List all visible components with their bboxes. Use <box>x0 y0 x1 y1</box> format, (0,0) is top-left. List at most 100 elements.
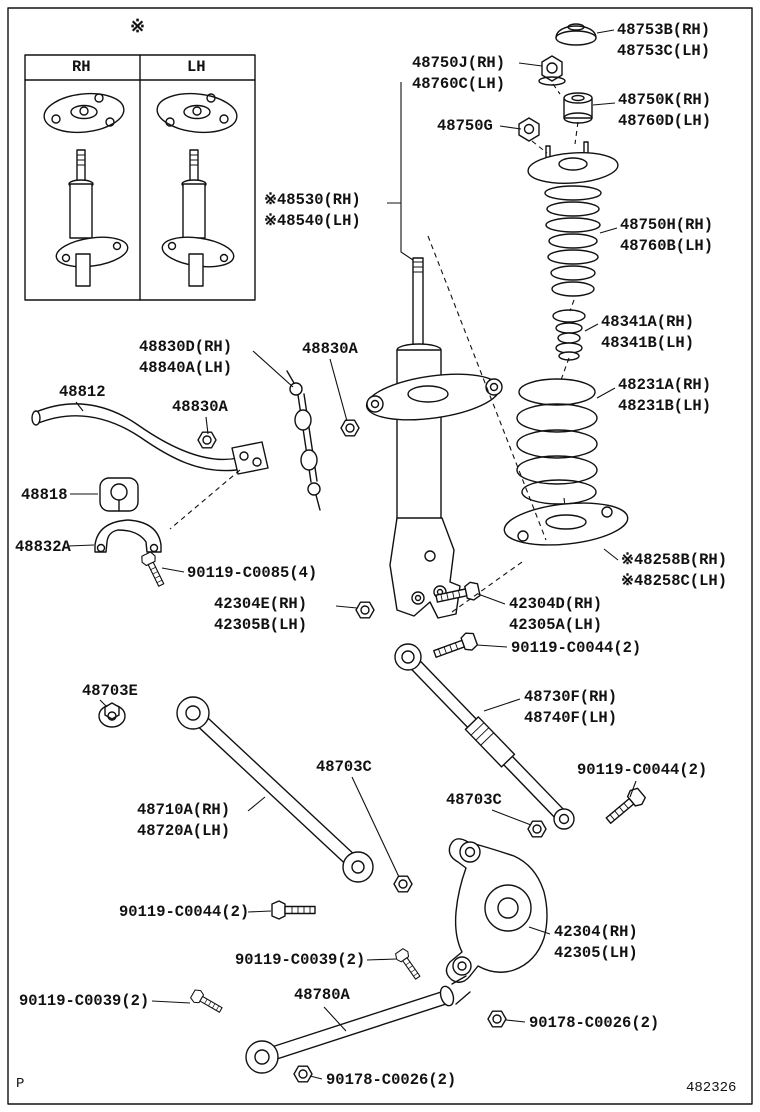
label-arm-bolt-c: 90119-C0044(2) <box>119 902 249 923</box>
label-strut-cap: 48753B(RH) 48753C(LH) <box>617 20 710 61</box>
part-number: 90119-C0039(2) <box>19 992 150 1010</box>
label-rod-bolt-b: 90119-C0039(2) <box>19 991 149 1012</box>
part-number: 90119-C0044(2) <box>511 639 642 657</box>
rod-nut-b-drawing <box>293 1065 313 1083</box>
part-number: ※48258C(LH) <box>621 571 728 590</box>
part-number: 90178-C0026(2) <box>326 1071 457 1089</box>
part-number: 42305(LH) <box>554 943 638 962</box>
label-arm-nut-b: 48703C <box>446 790 502 811</box>
support-cushion-drawing <box>563 92 593 124</box>
part-number: 48750H(RH) <box>620 216 714 234</box>
label-support-assy: 48750H(RH) 48760B(LH) <box>620 215 713 256</box>
label-support-nut: 48750J(RH) 48760C(LH) <box>412 53 505 94</box>
part-number: 42304(RH) <box>554 923 638 941</box>
spring-bumper-drawing <box>552 309 586 361</box>
label-bracket-bolt: 90119-C0085(4) <box>187 563 317 584</box>
rod-bolt-a-drawing <box>393 946 424 983</box>
part-number: 48720A(LH) <box>137 821 231 840</box>
rod-nut-a-drawing <box>487 1010 507 1028</box>
arm-bolt-c-drawing <box>271 900 316 920</box>
shock-absorber-drawing <box>365 257 503 619</box>
label-arm-nut-a: 48703C <box>316 757 372 778</box>
part-number: 48730F(RH) <box>524 688 618 706</box>
inset-rh-mount-plate <box>43 92 125 134</box>
label-strut-rod: 48780A <box>294 985 350 1006</box>
label-bar-bushing: 48818 <box>21 485 68 506</box>
part-number: 48840A(LH) <box>139 358 233 377</box>
front-arm-drawing <box>176 696 374 883</box>
strut-rod-drawing <box>245 975 471 1074</box>
part-number: 48753C(LH) <box>617 41 711 60</box>
inset-lh-mount-plate <box>156 92 238 134</box>
part-number: 48760B(LH) <box>620 236 714 255</box>
cam-assembly-drawing <box>98 702 126 728</box>
stabilizer-upper-nut-drawing <box>340 419 360 437</box>
part-number: 90119-C0044(2) <box>119 903 250 921</box>
part-number: ※48540(LH) <box>264 211 361 230</box>
part-number: 90178-C0026(2) <box>529 1014 660 1032</box>
part-number: 48231B(LH) <box>618 396 712 415</box>
arm-bolt-a-drawing <box>431 630 480 664</box>
inset-lh-strut <box>161 149 235 287</box>
label-rod-nut-a: 90178-C0026(2) <box>529 1013 659 1034</box>
knuckle-drawing <box>445 838 548 983</box>
label-support-cushion: 48750K(RH) 48760D(LH) <box>618 90 711 131</box>
rod-bolt-b-drawing <box>188 987 225 1017</box>
part-number: 48750G <box>437 117 493 135</box>
part-number: ※48258B(RH) <box>621 551 728 569</box>
lower-spring-seat-drawing <box>503 502 629 546</box>
part-number: 48818 <box>21 486 68 504</box>
label-coil-spring: 48231A(RH) 48231B(LH) <box>618 375 711 416</box>
part-number: 48812 <box>59 383 106 401</box>
bar-bushing-drawing <box>99 477 139 512</box>
part-number: 48703C <box>446 791 502 809</box>
support-nut-drawing <box>538 55 566 86</box>
part-number: 48830A <box>172 398 228 416</box>
part-number: 48753B(RH) <box>617 21 711 39</box>
part-number: 90119-C0039(2) <box>235 951 366 969</box>
bar-bracket-drawing <box>94 519 162 553</box>
label-arm-bolt-b: 90119-C0044(2) <box>577 760 707 781</box>
support-lower-nut-drawing <box>518 117 540 142</box>
stabilizer-link-drawing <box>286 370 321 511</box>
part-number: ※48530(RH) <box>264 191 361 209</box>
suspension-support-drawing <box>527 141 619 297</box>
part-number: 48703E <box>82 682 138 700</box>
label-rod-nut-b: 90178-C0026(2) <box>326 1070 456 1091</box>
bracket-bolt-drawing <box>139 550 169 589</box>
part-number: 48750J(RH) <box>412 54 506 72</box>
label-stabilizer-link: 48830D(RH) 48840A(LH) <box>139 337 232 378</box>
part-number: 42305A(LH) <box>509 615 603 634</box>
part-number: 48830A <box>302 340 358 358</box>
rear-arm-drawing <box>394 643 575 830</box>
part-number: 48760C(LH) <box>412 74 506 93</box>
part-number: 48341B(LH) <box>601 333 695 352</box>
label-spring-bumper: 48341A(RH) 48341B(LH) <box>601 312 694 353</box>
stabilizer-bar-drawing <box>31 403 269 475</box>
part-number: 42304E(RH) <box>214 595 308 613</box>
inset-comparison-box <box>24 54 256 301</box>
part-number: 90119-C0085(4) <box>187 564 318 582</box>
label-stabilizer-nut-upper: 48830A <box>302 339 358 360</box>
part-number: 42304D(RH) <box>509 595 603 613</box>
part-number: 48710A(RH) <box>137 801 231 819</box>
inset-rh-strut <box>55 149 129 287</box>
label-shock-absorber: ※48530(RH) ※48540(LH) <box>264 190 361 231</box>
part-number: 48740F(LH) <box>524 708 618 727</box>
inset-column-rh: RH <box>72 58 91 76</box>
stabilizer-lower-nut-drawing <box>197 431 217 449</box>
coil-spring-drawing <box>516 378 598 505</box>
footer-diagram-code: 482326 <box>686 1080 737 1096</box>
label-front-arm: 48710A(RH) 48720A(LH) <box>137 800 230 841</box>
variant-marker: ※ <box>130 18 146 38</box>
footer-page-marker: P <box>16 1076 25 1092</box>
label-stabilizer-nut-lower: 48830A <box>172 397 228 418</box>
arm-nut-a-drawing <box>393 875 413 893</box>
label-cam-nut: 42304E(RH) 42305B(LH) <box>214 594 307 635</box>
label-rod-bolt-a: 90119-C0039(2) <box>235 950 365 971</box>
label-cam-bolt: 42304D(RH) 42305A(LH) <box>509 594 602 635</box>
strut-cap-drawing <box>555 23 597 46</box>
label-stabilizer-bar: 48812 <box>59 382 106 403</box>
